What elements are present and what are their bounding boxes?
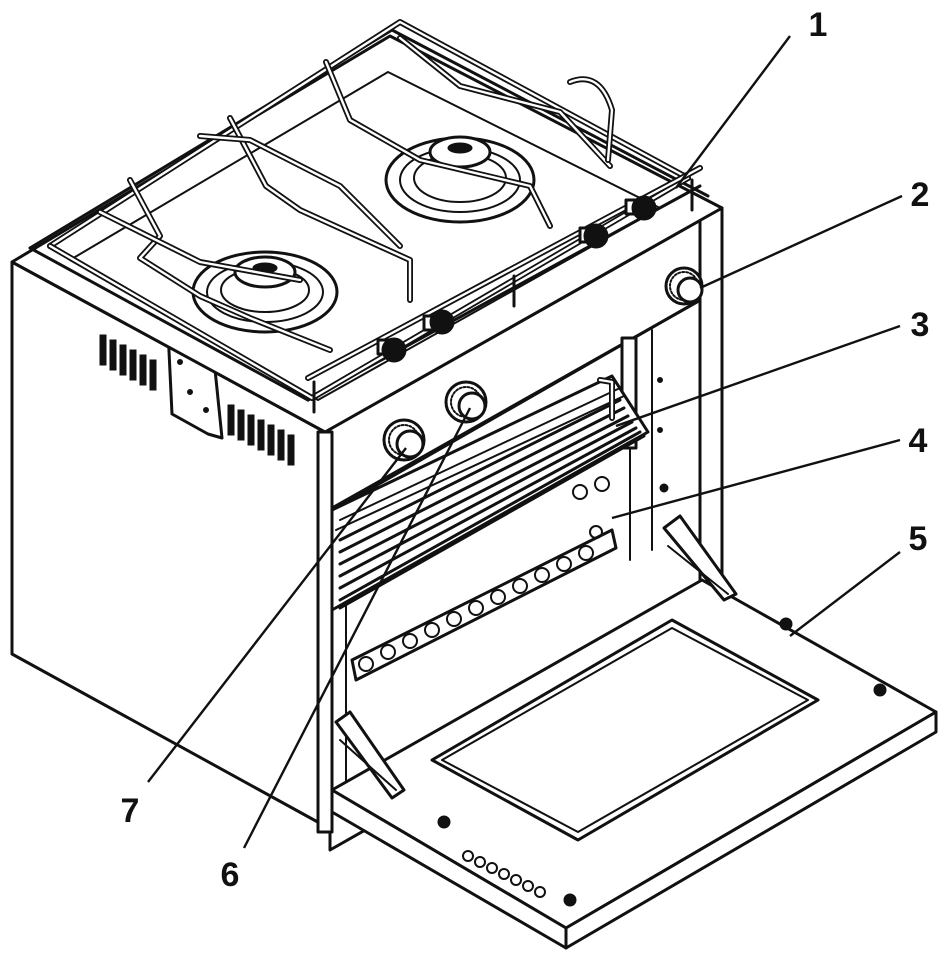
oven-knob-right[interactable]	[444, 380, 488, 424]
leader-4	[611, 438, 901, 520]
door-vents	[462, 850, 546, 898]
callout-5: 5	[909, 520, 928, 558]
oven-thermostat-knob[interactable]	[664, 266, 704, 306]
oven-knob-left[interactable]	[382, 418, 426, 462]
oven-rack	[330, 374, 650, 612]
side-vents-left	[99, 334, 157, 391]
leader-5	[789, 551, 901, 637]
leader-2	[699, 194, 903, 290]
side-vents-right	[227, 404, 295, 466]
oven-burner-tube	[350, 476, 618, 682]
door-screws	[437, 617, 887, 907]
callout-1: 1	[809, 6, 828, 44]
rack-bars	[338, 398, 646, 610]
burner-knob-3[interactable]	[578, 223, 609, 249]
cooktop	[10, 19, 724, 434]
leader-7	[147, 447, 407, 783]
callout-2: 2	[911, 176, 930, 214]
callout-3: 3	[911, 306, 930, 344]
callout-4: 4	[909, 422, 928, 460]
leader-1	[675, 35, 791, 189]
leader-3	[615, 324, 901, 428]
leader-lines	[147, 35, 903, 849]
burner-knob-2[interactable]	[422, 309, 455, 335]
pot-holder-grate	[47, 19, 691, 401]
door-hinge-left	[334, 710, 406, 800]
callout-7: 7	[121, 792, 140, 830]
callout-6: 6	[221, 856, 240, 894]
door-hinge-right	[662, 514, 738, 602]
oven-door[interactable]	[330, 514, 938, 950]
door-window	[430, 618, 820, 842]
burner-knob-4[interactable]	[624, 195, 657, 221]
leader-6	[242, 407, 472, 849]
callout-labels: 1 2 3 4 5 6 7	[121, 6, 930, 894]
burner-knob-1[interactable]	[376, 337, 407, 363]
